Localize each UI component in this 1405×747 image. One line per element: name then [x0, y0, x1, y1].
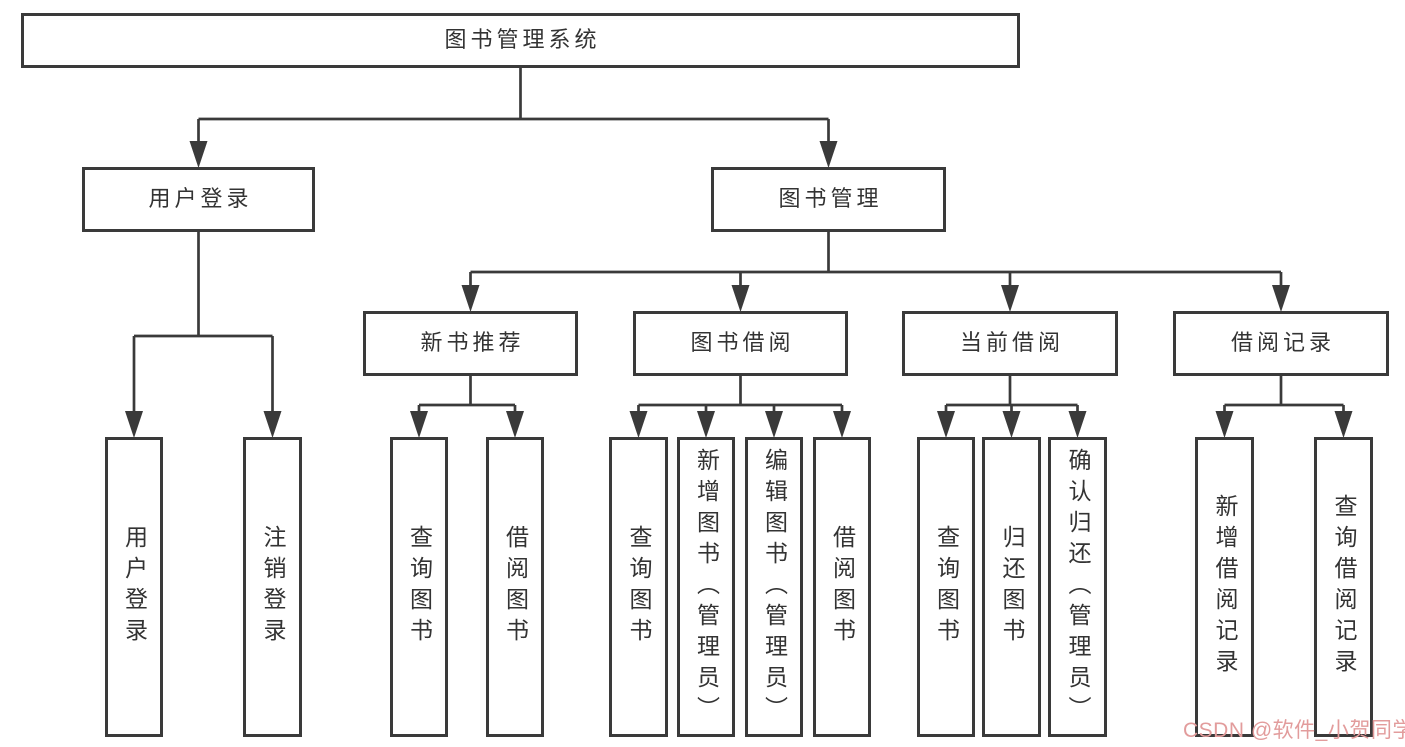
- tree-node-bb-edit-book: 编辑图书（管理员）: [745, 437, 803, 737]
- arrow-head: [937, 411, 955, 438]
- tree-node-book-borrow: 图书借阅: [633, 311, 848, 376]
- tree-node-bb-add-book: 新增图书（管理员）: [677, 437, 735, 737]
- arrow-head: [1068, 411, 1087, 438]
- arrow-head: [263, 411, 282, 438]
- arrow-head: [1272, 285, 1290, 312]
- tree-node-br-query-record: 查询借阅记录: [1314, 437, 1373, 737]
- tree-node-label: 注销登录: [260, 525, 286, 649]
- tree-node-label: 借阅图书: [829, 525, 856, 649]
- tree-node-root: 图书管理系统: [21, 13, 1020, 68]
- arrow-head: [833, 411, 851, 438]
- tree-node-label: 借阅图书: [502, 525, 529, 649]
- watermark: CSDN @软件_小贺同学: [1183, 719, 1405, 742]
- tree-node-label: 查询借阅记录: [1331, 494, 1357, 680]
- tree-node-borrow-records: 借阅记录: [1173, 311, 1389, 376]
- arrow-head: [1334, 411, 1353, 438]
- tree-node-cb-return-book: 归还图书: [982, 437, 1041, 737]
- arrow-head: [765, 411, 783, 438]
- tree-node-label: 新增借阅记录: [1212, 494, 1238, 680]
- tree-node-user-login: 用户登录: [82, 167, 315, 232]
- tree-node-leaf-logout: 注销登录: [243, 437, 302, 737]
- arrow-head: [410, 411, 428, 438]
- tree-node-label: 新书推荐: [420, 330, 525, 356]
- arrow-head: [506, 411, 524, 438]
- tree-node-label: 归还图书: [999, 525, 1025, 649]
- tree-node-cb-query-book: 查询图书: [917, 437, 975, 737]
- tree-node-cb-confirm-return: 确认归还（管理员）: [1048, 437, 1107, 737]
- arrow-head: [697, 411, 715, 438]
- tree-node-bb-query-book: 查询图书: [609, 437, 668, 737]
- tree-node-new-book-rec: 新书推荐: [363, 311, 578, 376]
- arrow-head: [189, 141, 208, 168]
- arrow-head: [819, 141, 838, 168]
- tree-node-label: 查询图书: [406, 525, 433, 649]
- arrow-head: [1002, 411, 1021, 438]
- arrow-head: [1001, 285, 1019, 312]
- tree-node-label: 新增图书（管理员）: [693, 447, 720, 727]
- arrow-head: [125, 411, 143, 438]
- tree-node-book-mgmt: 图书管理: [711, 167, 946, 232]
- arrow-head: [629, 411, 648, 438]
- arrow-head: [731, 285, 750, 312]
- tree-node-br-add-record: 新增借阅记录: [1195, 437, 1254, 737]
- tree-node-label: 用户登录: [121, 525, 148, 649]
- tree-node-bb-borrow-book: 借阅图书: [813, 437, 871, 737]
- tree-node-label: 图书借阅: [690, 330, 795, 356]
- tree-node-label: 查询图书: [626, 525, 652, 649]
- tree-node-label: 编辑图书（管理员）: [761, 447, 788, 727]
- arrow-head: [1215, 411, 1234, 438]
- tree-node-label: 图书管理: [778, 186, 883, 212]
- tree-node-rec-borrow-book: 借阅图书: [486, 437, 544, 737]
- arrow-head: [461, 285, 480, 312]
- tree-node-label: 查询图书: [933, 525, 960, 649]
- tree-node-label: 借阅记录: [1230, 330, 1335, 356]
- tree-node-label: 用户登录: [148, 186, 253, 212]
- tree-node-rec-query-book: 查询图书: [390, 437, 448, 737]
- tree-node-leaf-user-login: 用户登录: [105, 437, 163, 737]
- tree-node-label: 当前借阅: [959, 330, 1064, 356]
- tree-node-current-borrow: 当前借阅: [902, 311, 1118, 376]
- tree-node-label: 图书管理系统: [444, 27, 601, 53]
- tree-node-label: 确认归还（管理员）: [1065, 447, 1091, 727]
